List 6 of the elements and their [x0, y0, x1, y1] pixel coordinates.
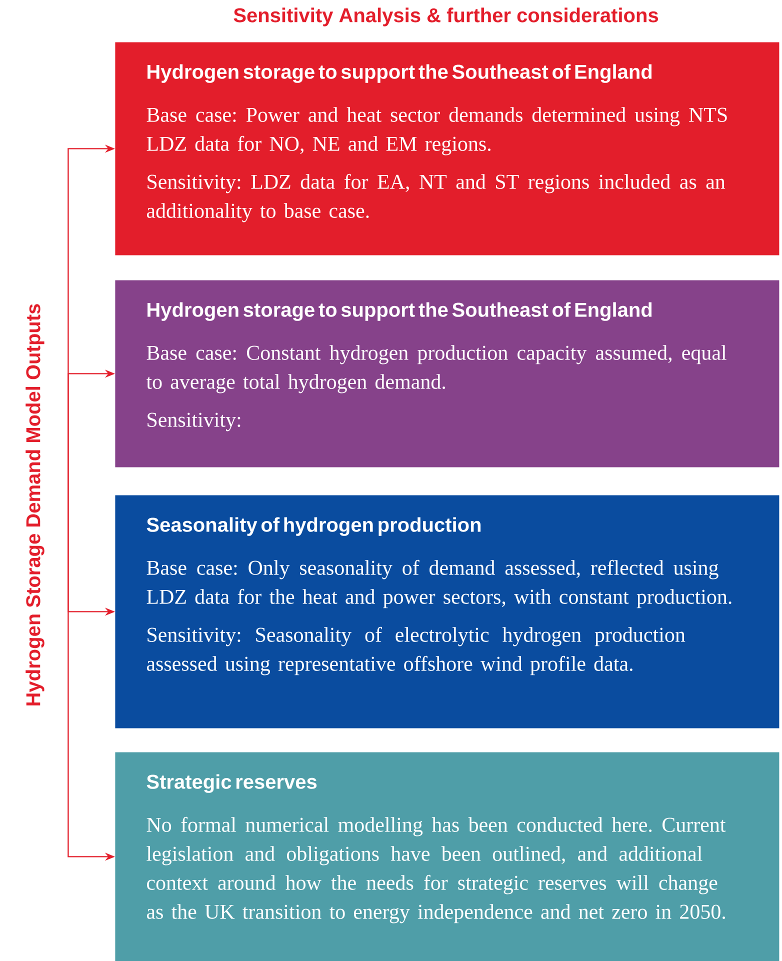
info-box: Seasonality of hydrogen production Base case: Only seasonality of demand assessed, reflected using LDZ data for the heat and power sectors, with constant production. Sensitivity: Seasonality of electrolytic hydrogen production assessed using representative offshore wind profile data.	[115, 495, 780, 728]
info-box: Strategic reserves No formal numerical modelling has been conducted here. Current legislation and obligations have been outlined, and additional context around how the needs for strategic reserves will change as the UK transition to energy independence and net zero in 2050.	[115, 752, 780, 961]
vertical-label: Hydrogen Storage Demand Model Outputs	[26, 304, 44, 706]
title: Sensitivity Analysis & further considerations	[234, 8, 658, 26]
info-box: Hydrogen storage to support the Southeast of England Base case: Constant hydrogen production capacity assumed, equal to average total hydrogen demand. Sensitivity:	[115, 280, 780, 468]
info-box: Hydrogen storage to support the Southeast of England Base case: Power and heat sector demands determined using NTS LDZ data for NO, NE and EM regions. Sensitivity: LDZ data for EA, NT and ST regions included as an additionality to base case.	[115, 42, 780, 256]
